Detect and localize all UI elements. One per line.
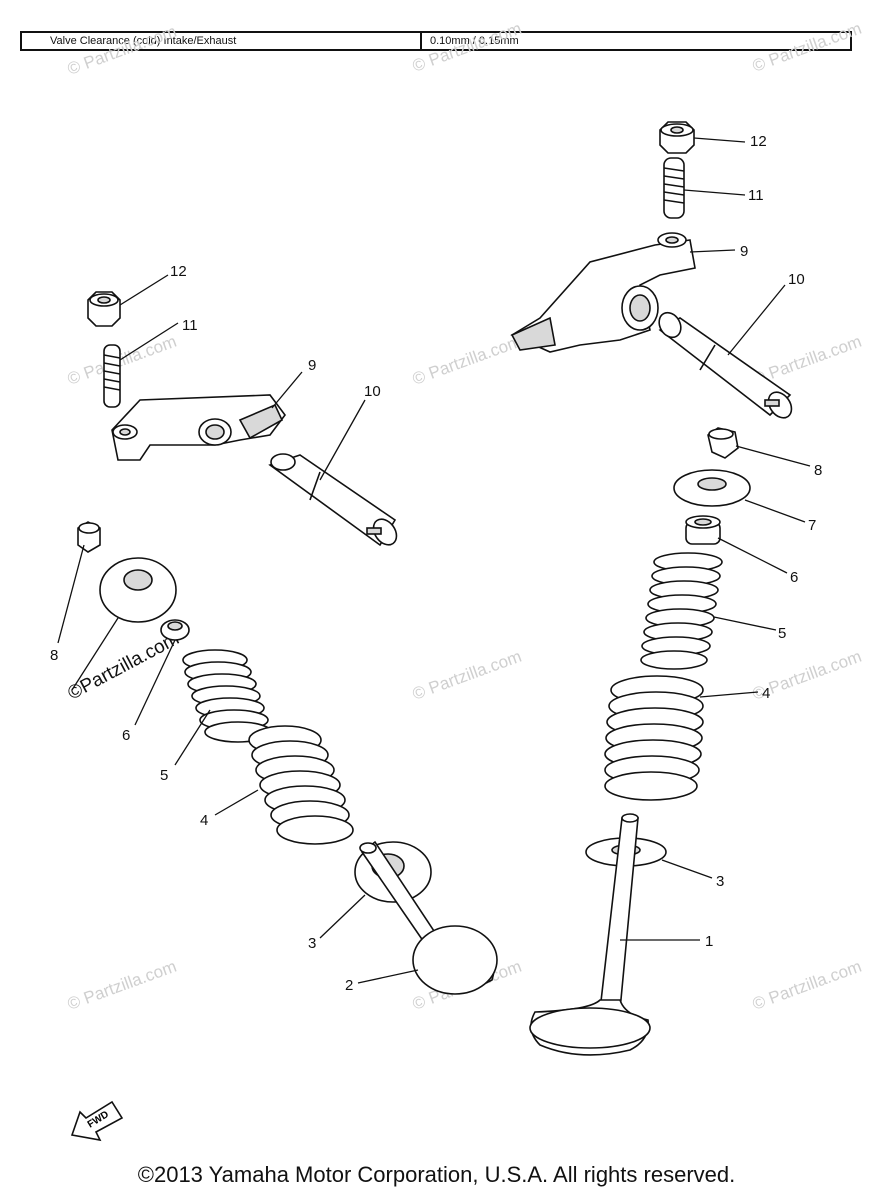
rocker-shaft-left [268, 453, 398, 547]
exhaust-valve [359, 840, 498, 995]
callout-4-right: 4 [762, 685, 770, 702]
callout-1: 1 [705, 933, 713, 950]
callout-8-left: 8 [50, 647, 58, 664]
watermark-7: © Partzilla.com [410, 647, 524, 704]
callout-6-right: 6 [790, 569, 798, 586]
outer-spring-right [604, 675, 704, 801]
copyright-notice: ©2013 Yamaha Motor Corporation, U.S.A. A… [137, 1162, 736, 1187]
spring-retainer-right [673, 469, 751, 507]
callout-9-right: 9 [740, 243, 748, 260]
watermark-3: © Partzilla.com [750, 19, 864, 76]
valve-clearance-spec-table: Valve Clearance (cold) Intake/Exhaust 0.… [20, 31, 852, 51]
watermark-11: © Partzilla.com [750, 957, 864, 1014]
callout-8-right: 8 [814, 462, 822, 479]
locknut-right [659, 121, 695, 154]
callout-9-left: 9 [308, 357, 316, 374]
rocker-arm-left [111, 394, 286, 461]
inner-spring-left [182, 649, 272, 743]
callout-5-right: 5 [778, 625, 786, 642]
forward-arrow-icon: FWD [70, 1100, 124, 1142]
adjusting-screw-right [663, 157, 685, 219]
callout-3-left: 3 [308, 935, 316, 952]
callout-4-left: 4 [200, 812, 208, 829]
spec-label: Valve Clearance (cold) Intake/Exhaust [22, 33, 422, 49]
spring-retainer-left [99, 557, 177, 623]
inner-spring-right [640, 552, 723, 670]
watermark-5: © Partzilla.com [410, 332, 524, 389]
callout-6-left: 6 [122, 727, 130, 744]
callout-12-left: 12 [170, 263, 187, 280]
watermark-overlay: ©Partzilla.com [64, 628, 182, 704]
valve-cotter-left [77, 521, 101, 553]
watermark-9: © Partzilla.com [65, 957, 179, 1014]
callout-12-right: 12 [750, 133, 767, 150]
valve-stem-seal-left [160, 619, 190, 641]
locknut-left [87, 291, 121, 327]
intake-valve [529, 813, 651, 1056]
callout-11-right: 11 [748, 187, 764, 204]
callout-10-left: 10 [364, 383, 381, 400]
adjusting-screw-left [103, 344, 121, 408]
spec-value: 0.10mm / 0.15mm [430, 35, 519, 47]
leader-lines [57, 137, 811, 984]
watermarks: © Partzilla.com © Partzilla.com © Partzi… [64, 19, 864, 1014]
callout-7: 7 [808, 517, 816, 534]
callout-5-left: 5 [160, 767, 168, 784]
valve-stem-seal-right [685, 515, 721, 545]
watermark-1: © Partzilla.com [65, 22, 179, 79]
callout-2: 2 [345, 977, 353, 994]
outer-spring-left [248, 725, 354, 845]
watermark-4: © Partzilla.com [65, 332, 179, 389]
callout-10-right: 10 [788, 271, 805, 288]
rocker-shaft-right [658, 311, 793, 419]
watermark-2: © Partzilla.com [410, 19, 524, 76]
callout-3-right: 3 [716, 873, 724, 890]
callout-numbers: 12 11 9 10 8 6 5 4 3 2 12 11 9 10 8 7 6 … [50, 133, 822, 994]
rocker-arm-right [510, 232, 696, 353]
valve-cotter-right [707, 427, 739, 459]
callout-11-left: 11 [182, 317, 198, 334]
